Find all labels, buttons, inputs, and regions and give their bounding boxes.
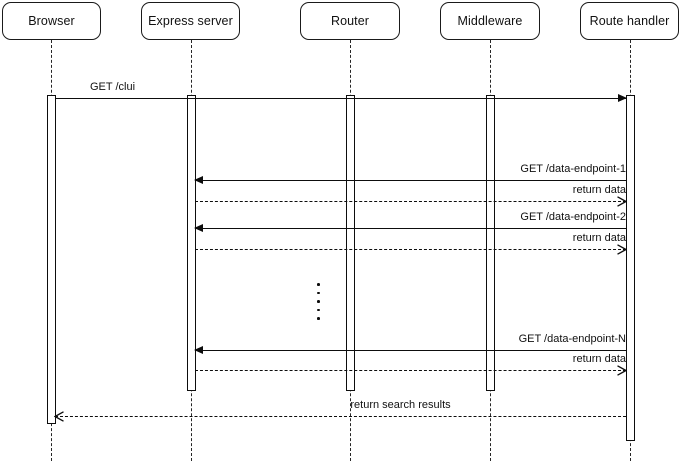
participant-express-server[interactable]: Express server [141,2,240,40]
arrowhead-filled-left [194,175,203,184]
arrowhead-open-right [617,195,627,207]
message-line [195,370,626,371]
activation-bar-express-server [186,95,196,391]
arrowhead-open-right [617,243,627,255]
message-line [195,228,626,229]
message-label: GET /data-endpoint-2 [520,211,626,223]
message-line [195,249,626,250]
activation-bar-middleware [485,95,495,391]
message-label: GET /clui [90,81,136,93]
message-line [55,98,626,99]
participant-browser[interactable]: Browser [2,2,101,40]
activation-bar-browser [46,95,56,424]
message-label: return data [572,184,626,196]
participant-router[interactable]: Router [300,2,400,40]
message-line [195,180,626,181]
participant-route-handler[interactable]: Route handler [580,2,679,40]
message-label: GET /data-endpoint-1 [520,163,626,175]
participant-label: Browser [28,13,75,28]
participant-label: Route handler [589,13,670,28]
message-label: return data [572,353,626,365]
participant-middleware[interactable]: Middleware [440,2,540,40]
message-line [195,350,626,351]
arrowhead-open-left [54,410,64,422]
message-line [195,201,626,202]
participant-label: Router [330,13,370,28]
participant-label: Middleware [457,13,523,28]
activation-bar-router [345,95,355,391]
arrowhead-open-right [617,364,627,376]
activation-bar-route-handler [625,95,635,441]
arrowhead-filled-right [618,93,627,102]
message-label: return data [572,232,626,244]
message-label: return search results [350,399,451,411]
arrowhead-filled-left [194,345,203,354]
repeat-ellipsis-icon [317,283,320,320]
participant-label: Express server [148,13,233,28]
message-label: GET /data-endpoint-N [518,333,626,345]
message-line [55,416,626,417]
arrowhead-filled-left [194,223,203,232]
